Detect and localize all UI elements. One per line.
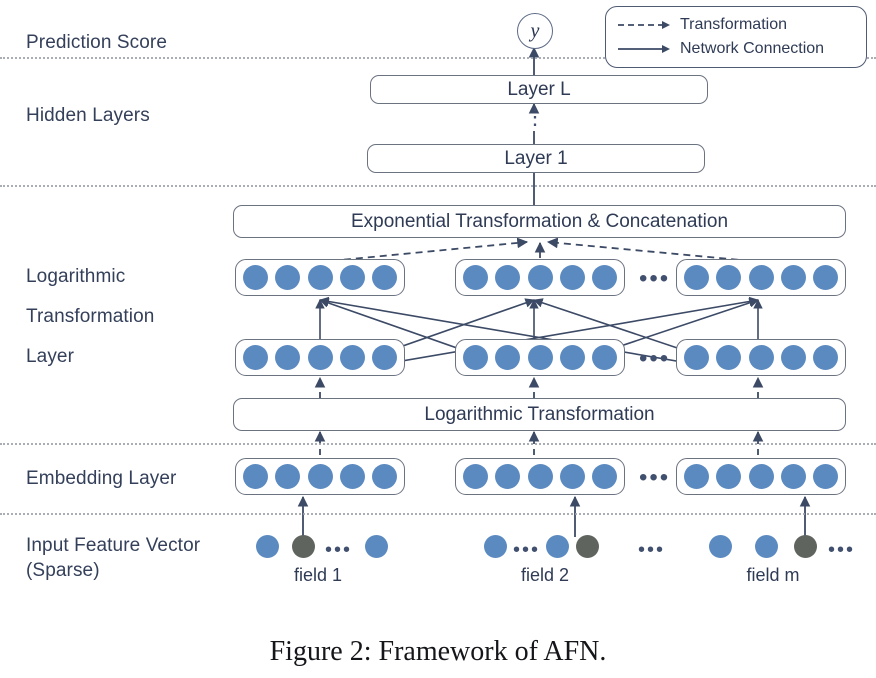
stage-label-logarithmic-transformation-layer: Logarithmic Transformation Layer <box>26 266 155 367</box>
divider-embedding-input <box>0 513 876 515</box>
embedding-group-m <box>676 458 846 495</box>
neuron <box>716 265 742 290</box>
field-label-m: field m <box>746 565 800 585</box>
neuron <box>780 464 806 489</box>
neuron <box>372 345 397 370</box>
neuron <box>527 464 553 489</box>
log-in-group-1 <box>235 339 405 376</box>
legend: Transformation Network Connection <box>605 6 867 68</box>
neuron <box>748 345 774 370</box>
neuron <box>716 345 742 370</box>
log-out-group-2 <box>455 259 625 296</box>
input-cell-field2-2 <box>546 535 569 558</box>
embedding-group-2 <box>455 458 625 495</box>
neuron <box>243 464 268 489</box>
neuron <box>684 265 709 290</box>
neuron <box>559 345 585 370</box>
neuron <box>592 345 617 370</box>
divider-logarithmic-embedding <box>0 443 876 445</box>
box-logarithmic-transformation: Logarithmic Transformation <box>233 398 846 431</box>
neuron <box>527 345 553 370</box>
stage-label-input-feature-vector: Input Feature Vector (Sparse) <box>26 535 201 581</box>
legend-item-transformation: Transformation <box>616 13 854 37</box>
neuron <box>243 345 268 370</box>
box-exponential-transformation: Exponential Transformation & Concatenati… <box>233 205 846 238</box>
log-out-group-1 <box>235 259 405 296</box>
neuron <box>307 345 333 370</box>
log-in-group-m <box>676 339 846 376</box>
neuron <box>275 345 301 370</box>
neuron <box>463 464 488 489</box>
legend-label-transformation: Transformation <box>680 16 787 33</box>
input-cell-field1-1 <box>292 535 315 558</box>
neuron <box>592 464 617 489</box>
neuron <box>339 265 365 290</box>
neuron <box>307 265 333 290</box>
neuron <box>748 265 774 290</box>
neuron <box>463 265 488 290</box>
log-out-group-m <box>676 259 846 296</box>
log-in-group-2 <box>455 339 625 376</box>
neuron <box>372 265 397 290</box>
neuron <box>307 464 333 489</box>
divider-hidden-logarithmic <box>0 185 876 187</box>
embedding-group-1 <box>235 458 405 495</box>
neuron <box>527 265 553 290</box>
input-cell-field1-0 <box>256 535 279 558</box>
field-label-2: field 2 <box>520 565 570 585</box>
box-layer-l: Layer L <box>370 75 708 104</box>
input-cell-field1-ellipsis: ••• <box>325 539 353 561</box>
neuron <box>495 345 521 370</box>
neuron <box>813 265 838 290</box>
neuron <box>780 265 806 290</box>
solid-arrow-icon <box>618 45 670 53</box>
dashed-arrow-icon <box>618 21 670 29</box>
log-out-row-ellipsis: ••• <box>639 265 671 292</box>
box-layer-1: Layer 1 <box>367 144 705 173</box>
stage-label-hidden-layers: Hidden Layers <box>26 105 150 126</box>
neuron <box>495 265 521 290</box>
neuron <box>780 345 806 370</box>
legend-item-network-connection: Network Connection <box>616 37 854 61</box>
figure-caption: Figure 2: Framework of AFN. <box>269 636 607 667</box>
input-cell-fieldm-0 <box>709 535 732 558</box>
neuron <box>813 345 838 370</box>
neuron <box>559 464 585 489</box>
legend-label-network-connection: Network Connection <box>680 40 825 57</box>
neuron <box>592 265 617 290</box>
neuron <box>243 265 268 290</box>
neuron <box>716 464 742 489</box>
divider-prediction-hidden <box>0 57 876 59</box>
neuron <box>748 464 774 489</box>
input-cell-field2-3 <box>576 535 599 558</box>
output-node-label: y <box>530 19 540 42</box>
hidden-layers-vertical-ellipsis: ⋮ <box>524 104 546 129</box>
input-fields-ellipsis: ••• <box>638 539 666 561</box>
neuron <box>275 464 301 489</box>
input-cell-field1-3 <box>365 535 388 558</box>
neuron <box>684 345 709 370</box>
neuron <box>372 464 397 489</box>
neuron <box>559 265 585 290</box>
input-cell-fieldm-2 <box>794 535 817 558</box>
neuron <box>463 345 488 370</box>
stage-label-embedding-layer: Embedding Layer <box>26 468 177 489</box>
field-label-1: field 1 <box>293 565 343 585</box>
neuron <box>495 464 521 489</box>
neuron <box>684 464 709 489</box>
neuron <box>339 345 365 370</box>
output-node-y: y <box>517 13 553 49</box>
input-cell-fieldm-ellipsis: ••• <box>828 539 856 561</box>
input-cell-fieldm-1 <box>755 535 778 558</box>
embedding-row-ellipsis: ••• <box>639 464 671 491</box>
neuron <box>813 464 838 489</box>
input-cell-field2-0 <box>484 535 507 558</box>
stage-label-prediction-score: Prediction Score <box>26 32 168 53</box>
neuron <box>339 464 365 489</box>
input-cell-field2-ellipsis: ••• <box>513 539 541 561</box>
log-in-row-ellipsis: ••• <box>639 345 671 372</box>
neuron <box>275 265 301 290</box>
